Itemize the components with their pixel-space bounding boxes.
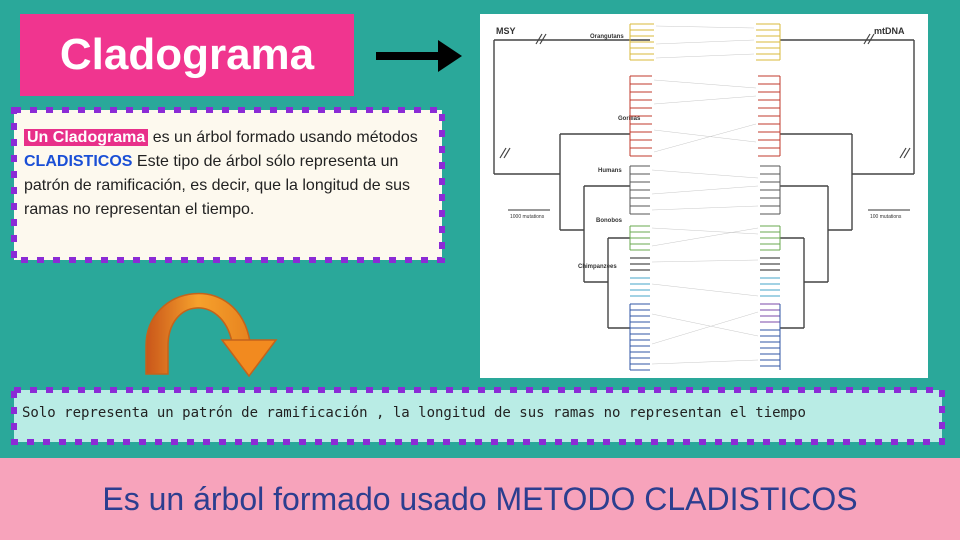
definition-text: Un Cladograma es un árbol formado usando… xyxy=(24,126,438,222)
summary-box: Solo representa un patrón de ramificació… xyxy=(14,390,942,442)
term-highlight: Un Cladograma xyxy=(24,129,149,146)
gorilla-leaves-left xyxy=(629,75,652,157)
scale-right-label: 100 mutations xyxy=(870,214,902,220)
tree-right-title: mtDNA xyxy=(874,26,905,36)
definition-part1: es un árbol formado usando métodos xyxy=(148,129,418,146)
curved-arrow-icon xyxy=(145,292,278,378)
bottom-caption: Es un árbol formado usado METODO CLADIST… xyxy=(102,480,858,517)
bonobo-leaves-left xyxy=(629,225,650,251)
group-label-bonobos: Bonobos xyxy=(596,218,623,224)
group-label-humans: Humans xyxy=(598,168,622,174)
orangutan-leaves-left xyxy=(629,23,654,61)
right-arrow-icon xyxy=(376,40,462,72)
scale-left-label: 1000 mutations xyxy=(510,214,545,220)
gorilla-leaves-right xyxy=(758,75,781,157)
method-highlight: CLADISTICOS xyxy=(24,153,133,170)
cladogram-figure: MSY mtDNA Orangutans Gorillas Humans Bon… xyxy=(493,23,915,371)
slide-title: Cladograma xyxy=(59,30,315,79)
title-box: Cladograma xyxy=(20,14,354,96)
human-leaves-right xyxy=(760,165,781,215)
group-label-orangutans: Orangutans xyxy=(590,34,624,40)
orangutan-leaves-right xyxy=(756,23,781,61)
summary-text: Solo representa un patrón de ramificació… xyxy=(22,405,806,421)
group-label-chimpanzees: Chimpanzees xyxy=(578,264,617,270)
tree-figure-panel: MSY mtDNA Orangutans Gorillas Humans Bon… xyxy=(480,14,928,378)
human-leaves-left xyxy=(629,165,650,215)
bottom-caption-band: Es un árbol formado usado METODO CLADIST… xyxy=(0,458,960,540)
bonobo-leaves-right xyxy=(760,225,781,251)
definition-box: Un Cladograma es un árbol formado usando… xyxy=(14,110,442,260)
tree-left-title: MSY xyxy=(496,26,516,36)
